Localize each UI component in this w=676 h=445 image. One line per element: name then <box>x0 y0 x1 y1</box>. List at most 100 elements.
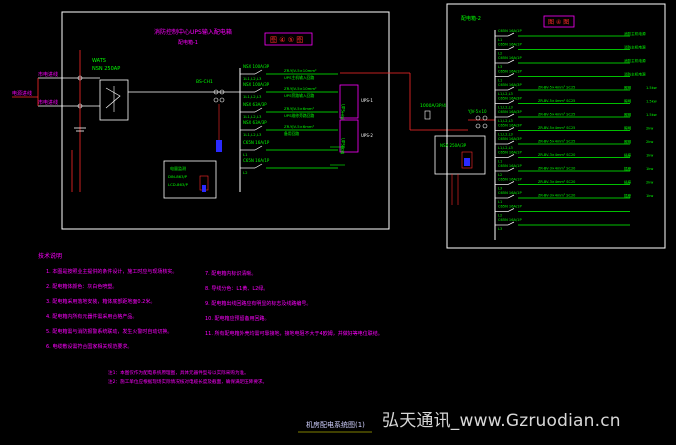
side-code-1: UPS-1 <box>361 98 373 103</box>
left-branch-phase: 1L1,L2,L3 <box>243 132 262 137</box>
right-cabinet-stamp-box <box>543 15 575 28</box>
right-branch-breaker: C65N 16A/1P <box>498 218 522 222</box>
note-item: 7. 配电箱内标识清晰。 <box>205 270 256 277</box>
right-branch-phase: L3 <box>498 187 502 191</box>
right-branch-breaker: C65N 16A/3P <box>498 124 522 128</box>
note-item: 5. 配电箱需与消防报警系统联动，发生火警时自动切换。 <box>46 328 172 335</box>
right-branch-breaker: C65N 16A/1P <box>498 56 522 60</box>
right-branch-desc: 照明 <box>624 126 632 131</box>
left-cabinet-code: 配电箱-1 <box>178 39 198 46</box>
right-branch-power: 2kw <box>646 127 653 131</box>
right-branch-phase: L1,L2,L3 <box>498 133 513 137</box>
note-item: 3. 配电箱采用落地安装，箱体底部距地面0.2米。 <box>46 298 155 305</box>
technical-notes: 技术说明 1. 本图是按照业主提供的条件设计，施工时应与现场核实。2. 配电箱体… <box>38 252 383 385</box>
right-branch-cable: ZR-BV-5×4mm² SC25 <box>538 99 575 103</box>
note-item: 1. 本图是按照业主提供的条件设计，施工时应与现场核实。 <box>46 268 177 275</box>
left-branch-desc: UPS维修旁路回路 <box>284 113 314 118</box>
ups-bypass-box <box>339 119 359 153</box>
left-branch-phase: 1L1,L2,L3 <box>243 114 262 119</box>
right-main-box-title: NSX 250A/3P <box>440 143 467 148</box>
drawing-title: 机房配电系统图(1) <box>306 420 365 429</box>
left-cabinet-frame <box>61 11 390 230</box>
incoming-label-1: 市电进线 <box>38 71 58 78</box>
left-cabinet-title: 消防控制中心UPS输入配电箱 <box>154 28 232 36</box>
right-branch-desc: 插座 <box>624 180 632 185</box>
ats-switch-box <box>99 79 129 121</box>
right-branch-breaker: C65N 16A/1P <box>498 29 522 33</box>
right-branch-desc: 插座 <box>624 153 632 158</box>
left-branch-cable: ZR-YJV-5×6mm² <box>284 106 315 111</box>
left-branch: NSX 100A/3P1L1,L2,L3ZR-YJV-5×10mm²UPS主机输… <box>240 64 338 81</box>
right-branch-breaker: C65N 16A/3P <box>498 137 522 141</box>
incoming-label-3: 市电进线 <box>38 99 58 106</box>
left-branch-breaker: NSX 100A/3P <box>243 82 270 87</box>
left-branch-breaker: NSX 100A/3P <box>243 64 270 69</box>
note-item: 11. 所有配电箱外壳均需可靠接地，接地电阻不大于4欧姆，并做好等电位联结。 <box>205 330 383 337</box>
right-branch-cable: ZR-BV-5×4mm² SC25 <box>538 86 575 90</box>
right-branch-breaker: C65N 16A/1P <box>498 151 522 155</box>
left-branch-breaker: NSX 63A/3P <box>243 102 267 107</box>
right-cabinet: 配电箱-2 图 ④ 图 1000A/3P/4 YJV-5×10 NSX 250A… <box>420 3 666 249</box>
right-branch-cable: ZR-BV-5×4mm² SC25 <box>538 140 575 144</box>
left-branch-breaker: NSX 63A/3P <box>243 120 267 125</box>
right-branch-cable: ZR-BV-3×4mm² SC20 <box>538 180 575 184</box>
right-branch-phase: L2 <box>498 52 502 56</box>
left-cabinet-stamp: 图 ④ ⑤ 图 <box>270 36 303 44</box>
right-branch-cable: ZR-BV-3×4mm² SC20 <box>538 194 575 198</box>
ats-label-2: NSN 250AP <box>92 66 120 72</box>
right-branch-phase: L1 <box>498 160 502 164</box>
meter-box-line-2: LCD-863/P <box>168 182 189 187</box>
right-branch-phase: L1,L2,L3 <box>498 92 513 96</box>
note-item: 10. 配电箱应预留备用回路。 <box>205 315 270 322</box>
right-branch-phase: L3 <box>498 65 502 69</box>
right-branch-power: 1.5kw <box>646 113 657 117</box>
right-branch-desc: 消防主机电源 <box>624 31 646 36</box>
right-branch-power: 1kw <box>646 194 653 198</box>
ups-bypass-label: UPS旁路 <box>341 138 346 154</box>
left-branch-phase: L2 <box>243 170 248 175</box>
watermark-text: 弘天通讯_www.Gzruodian.cn <box>382 411 621 431</box>
left-branch-desc: UPS主机输入回路 <box>284 75 314 80</box>
right-branch-breaker: C65N 16A/1P <box>498 178 522 182</box>
left-cabinet-stamp-box <box>264 32 313 46</box>
right-incoming-label: 1000A/3P/4 <box>420 103 446 109</box>
left-branch: NSX 63A/3P 1L1,L2,L3 ZR-YJV-5×6mm² UPS维修旁路回… <box>240 102 338 119</box>
right-branch-breaker: C65N 16A/1P <box>498 43 522 47</box>
footnote-item: 注1：本图仅作为配电系统原理图，具体元器件型号以实际采购为准。 <box>108 369 249 376</box>
right-branch-breaker: C65N 16A/3P <box>498 97 522 101</box>
right-cabinet-stamp: 图 ④ 图 <box>548 19 569 26</box>
left-branch-phase: 1L1,L2,L3 <box>243 76 262 81</box>
left-branch-phase: L1 <box>243 152 248 157</box>
meter-box <box>163 160 217 199</box>
right-branch-power: 1.5kw <box>646 86 657 90</box>
right-branch-cable: ZR-BV-5×4mm² SC25 <box>538 126 575 130</box>
right-branch-cable: ZR-BV-3×4mm² SC20 <box>538 167 575 171</box>
right-branch-breaker: C65N 16A/1P <box>498 70 522 74</box>
note-item: 6. 电缆敷设需符合国家相关规范要求。 <box>46 343 132 350</box>
right-branch-breaker: C65N 16A/1P <box>498 191 522 195</box>
right-branch-power: 2kw <box>646 181 653 185</box>
right-branch-phase: L3 <box>498 227 502 231</box>
note-item: 8. 导线分色：L1黄、L2绿。 <box>205 285 268 292</box>
left-branch-cable: ZR-YJV-5×10mm² <box>284 86 317 91</box>
right-branch: C65N 16A/1P L3 ZR-BV-3×4mm² SC20 插座 2kw <box>495 178 653 191</box>
left-branch: NSX 100A/3P1L1,L2,L3ZR-YJV-5×10mm²UPS旁路输… <box>240 82 338 99</box>
right-branch-breaker: C65N 16A/1P <box>498 205 522 209</box>
right-branch-power: 2kw <box>646 140 653 144</box>
left-branch-cable: ZR-YJV-5×6mm² <box>284 124 315 129</box>
ups-main-label: UPS主机 <box>341 104 346 120</box>
right-branch: C65N 16A/1P L3 <box>495 218 630 231</box>
